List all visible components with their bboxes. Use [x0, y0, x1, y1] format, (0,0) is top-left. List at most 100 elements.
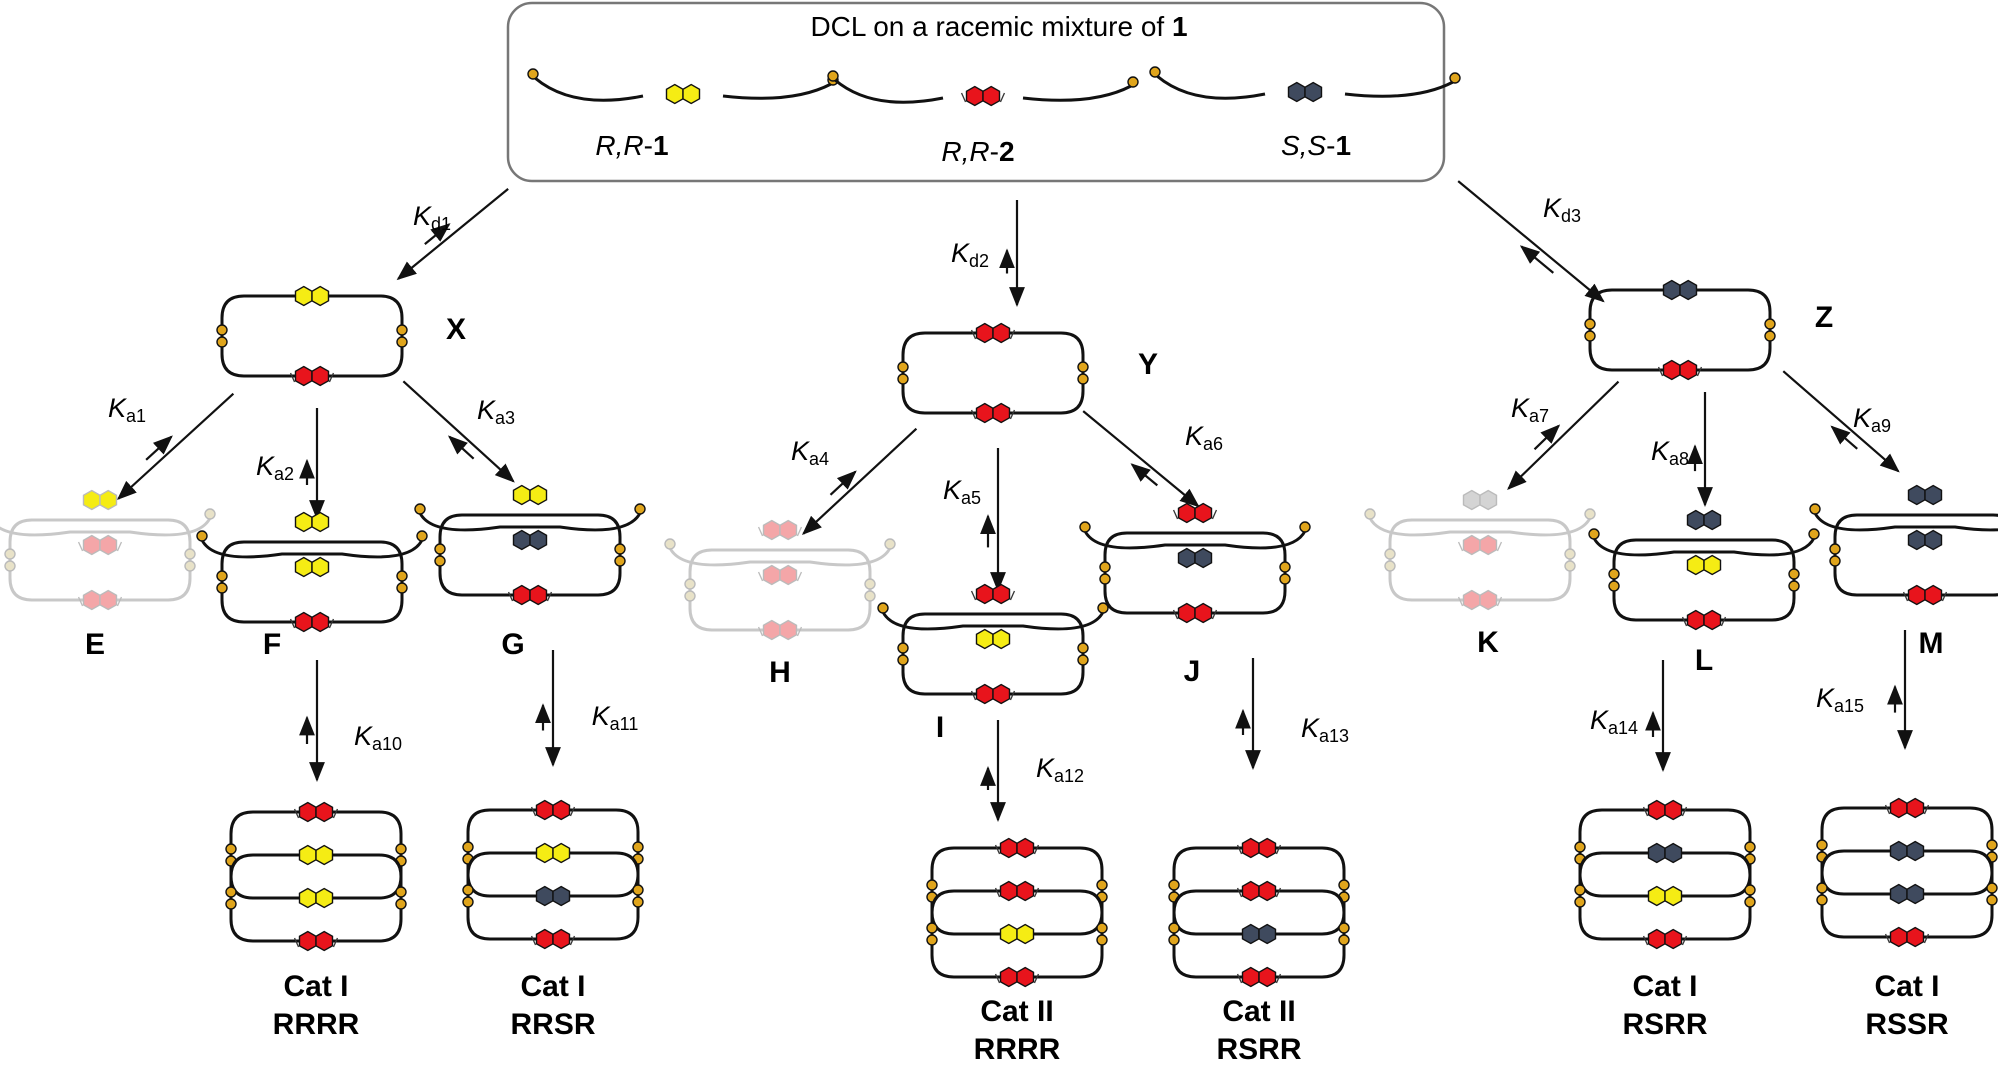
constant-ka2: Ka2: [255, 451, 295, 484]
catenane-j-ring-a-knob-left-a: [1168, 879, 1180, 891]
constant-ka14: Ka14: [1589, 705, 1639, 738]
trimer-j-unit-middle: [1177, 547, 1213, 569]
trimer-k-unit-bottom: [1457, 589, 1503, 611]
catenane-i-unit-1: [994, 837, 1040, 859]
node-label-y: Y: [1137, 348, 1159, 381]
constant-ka1: Ka1: [107, 393, 147, 426]
trimer-l-ring-knob-left-b: [1608, 580, 1620, 592]
catenane-l-ring-b-knob-left-a: [1574, 884, 1586, 896]
building-block-rr2-core: [960, 85, 1006, 107]
trimer-k-ring-knob-left-b: [1384, 560, 1396, 572]
equilibrium-arrow-kd2: [999, 200, 1025, 307]
catenane-f-unit-4: [293, 930, 339, 952]
catenane-f-ring-b-knob-right-a: [395, 886, 407, 898]
trimer-k-strand-knob-left: [1364, 508, 1376, 520]
catenane-m-ring-b-knob-right-a: [1986, 882, 1998, 894]
trimer-i-strand-knob-left: [877, 602, 889, 614]
trimer-h-ring-knob-left-a: [684, 578, 696, 590]
trimer-g-strand-knob-left: [414, 503, 426, 515]
building-block-rr1-core: [665, 83, 701, 105]
trimer-k-unit-middle: [1457, 534, 1503, 556]
constant-ka5: Ka5: [942, 475, 982, 508]
trimer-i-ring-knob-left-a: [897, 642, 909, 654]
catenane-j-unit-2: [1236, 880, 1282, 902]
catenane-j: [1168, 837, 1350, 988]
node-label-g: G: [501, 628, 525, 661]
trimer-h-unit-top: [757, 519, 803, 541]
trimer-f: [196, 511, 428, 633]
catenane-i-ring-a-knob-right-a: [1096, 879, 1108, 891]
node-label-f: F: [262, 628, 282, 661]
catenane-m-unit-3: [1889, 883, 1925, 905]
building-block-rr1-knob-left: [527, 68, 539, 80]
building-block-ss1-core: [1287, 81, 1323, 103]
dimer-z-unit-bottom: [1657, 359, 1703, 381]
constant-ka6: Ka6: [1184, 421, 1224, 454]
trimer-f-ring-knob-left-b: [216, 582, 228, 594]
catenane-l-unit-2: [1647, 842, 1683, 864]
equilibrium-arrow-ka5: [980, 448, 1006, 592]
catenane-i-ring-a-knob-left-a: [926, 879, 938, 891]
node-label-k: K: [1477, 626, 1499, 659]
building-block-ss1-knob-left: [1149, 66, 1161, 78]
catenane-j-ring-b-knob-left-a: [1168, 922, 1180, 934]
trimer-h-strand-knob-right: [884, 538, 896, 550]
catenane-j-ring-a: [1172, 846, 1346, 936]
dimer-y-ring-knob-left-b: [897, 373, 909, 385]
catenane-g-ring-a: [466, 808, 640, 898]
catenane-f-ring-b-knob-left-a: [225, 886, 237, 898]
catenane-i-unit-3: [999, 923, 1035, 945]
equilibrium-arrow-ka7: [1507, 380, 1620, 490]
catenane-f-ring-b-knob-left-b: [225, 898, 237, 910]
node-label-x: X: [445, 313, 467, 346]
catenane-l-unit-1: [1642, 799, 1688, 821]
catenane-i-unit-4: [994, 966, 1040, 988]
trimer-m-strand-knob-left: [1809, 503, 1821, 515]
trimer-l-strand-knob-right: [1808, 528, 1820, 540]
dimer-x-unit-top: [294, 285, 330, 307]
catenane-m-ring-b-knob-right-b: [1986, 894, 1998, 906]
trimer-h-ring-knob-left-b: [684, 590, 696, 602]
trimer-l-ring-knob-right-b: [1788, 580, 1800, 592]
header-title: DCL on a racemic mixture of 1: [810, 11, 1188, 42]
dimer-x-ring-knob-left-b: [216, 336, 228, 348]
equilibrium-arrow-ka3: [402, 380, 515, 483]
catenane-m-ring-a-knob-right-a: [1986, 839, 1998, 851]
trimer-i-strand-knob-right: [1097, 602, 1109, 614]
catenane-l-ring-b-knob-right-a: [1744, 884, 1756, 896]
trimer-g-ring-knob-right-b: [614, 555, 626, 567]
trimer-j: [1079, 502, 1311, 624]
constant-ka12: Ka12: [1035, 753, 1085, 786]
trimer-i-unit-top: [970, 583, 1016, 605]
catenane-l-unit-4: [1642, 928, 1688, 950]
trimer-f-unit-top: [294, 511, 330, 533]
catenane-i-ring-b: [930, 889, 1104, 979]
trimer-f-ring-knob-right-b: [396, 582, 408, 594]
dimer-z-ring-knob-right-a: [1764, 318, 1776, 330]
trimer-k-unit-top: [1462, 489, 1498, 511]
trimer-j-unit-bottom: [1172, 602, 1218, 624]
dimer-y-ring-knob-left-a: [897, 361, 909, 373]
trimer-i-unit-middle: [975, 628, 1011, 650]
dimer-x-unit-bottom: [289, 365, 335, 387]
constant-kd3: Kd3: [1542, 193, 1582, 226]
trimer-e-ring-knob-right-a: [184, 548, 196, 560]
dimer-y: [897, 322, 1089, 424]
constant-ka8: Ka8: [1650, 436, 1690, 469]
constant-ka15: Ka15: [1815, 683, 1865, 716]
trimer-l-ring-knob-right-a: [1788, 568, 1800, 580]
trimer-g-unit-top: [512, 484, 548, 506]
trimer-g-strand: [418, 512, 642, 532]
catenane-j-ring-a-knob-right-a: [1338, 879, 1350, 891]
trimer-g-ring-knob-right-a: [614, 543, 626, 555]
equilibrium-arrow-ka2: [299, 408, 325, 520]
building-block-rr2-knob-left: [827, 70, 839, 82]
catenane-l-ring-b: [1578, 851, 1752, 941]
trimer-l-unit-top: [1686, 509, 1722, 531]
trimer-f-unit-bottom: [289, 611, 335, 633]
dimer-z-ring-knob-left-a: [1584, 318, 1596, 330]
trimer-m-ring-knob-left-b: [1829, 555, 1841, 567]
